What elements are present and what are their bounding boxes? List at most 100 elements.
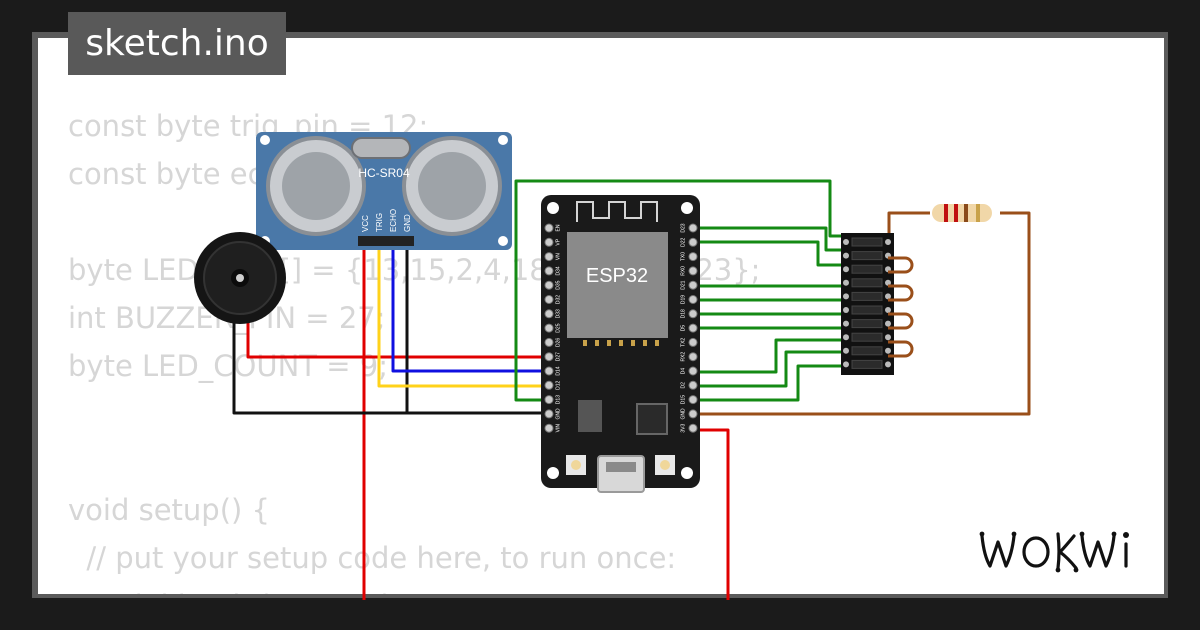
led-segment xyxy=(851,264,883,274)
esp32-pin-left-vp[interactable] xyxy=(544,237,554,247)
led-segment xyxy=(851,319,883,329)
esp32-pin-label: EN xyxy=(555,224,561,231)
led-pin-anode[interactable] xyxy=(843,347,849,354)
esp32-pin-label: D19 xyxy=(680,295,686,304)
wire-led-bus[interactable] xyxy=(693,226,845,402)
esp32-pin-right-3v3[interactable] xyxy=(688,423,698,433)
esp32-pin-left-d32[interactable] xyxy=(544,295,554,304)
led-pin-anode[interactable] xyxy=(843,293,849,300)
esp32-pin-left-gnd[interactable] xyxy=(544,409,554,419)
esp32-pin-right-d23[interactable] xyxy=(688,223,698,233)
led-segment xyxy=(851,332,883,342)
esp32-pin-left-d35[interactable] xyxy=(544,280,554,290)
esp32-pin-right-rx0[interactable] xyxy=(688,266,698,276)
esp32-pin-left-en[interactable] xyxy=(544,223,554,233)
led-pin-cathode[interactable] xyxy=(885,347,891,354)
esp32-pin-label: D27 xyxy=(555,352,561,361)
led-pin-anode[interactable] xyxy=(843,320,849,327)
wire-resistor-lead[interactable] xyxy=(887,211,930,243)
led-pin-anode[interactable] xyxy=(843,307,849,313)
led-pin-cathode[interactable] xyxy=(885,361,891,368)
esp32-pin-left-d27[interactable] xyxy=(544,352,554,362)
led-pin-cathode[interactable] xyxy=(885,334,891,341)
code-line: byte LED_COUNT = 9; xyxy=(68,349,388,383)
led-segment xyxy=(851,278,883,288)
esp32-pin-right-d15[interactable] xyxy=(688,395,698,405)
voltage-regulator xyxy=(578,400,602,432)
buzzer[interactable] xyxy=(194,232,286,324)
led-segment xyxy=(851,346,883,356)
resistor[interactable] xyxy=(932,204,992,222)
esp32-pin-right-d21[interactable] xyxy=(688,280,698,290)
esp32-pin-right-rx2[interactable] xyxy=(688,352,698,362)
led-jumpers xyxy=(888,256,914,358)
sensor-pin-vcc: VCC xyxy=(361,215,370,232)
esp32-pin-left-d13[interactable] xyxy=(544,395,554,405)
esp32-board[interactable]: ESP32 ENVPVND34D35D32D33D25D26D27D14D12D… xyxy=(541,195,700,493)
esp32-pin-left-vn[interactable] xyxy=(544,252,554,262)
led-pin-cathode[interactable] xyxy=(885,307,891,313)
esp32-right-pins: D23D22TX0RX0D21D19D18D5TX2RX2D4D2D15GND3… xyxy=(680,223,698,433)
esp32-pin-label: TX2 xyxy=(680,338,686,347)
esp32-pin-label: RX2 xyxy=(680,352,686,362)
antenna-trace xyxy=(576,201,658,222)
wire-3v3-red[interactable] xyxy=(693,428,730,600)
esp32-pin-label: D12 xyxy=(555,381,561,390)
led-bar-graph[interactable] xyxy=(841,233,914,375)
sensor-label: HC-SR04 xyxy=(358,166,410,180)
esp32-pin-right-tx2[interactable] xyxy=(688,337,698,347)
esp32-pin-right-d2[interactable] xyxy=(688,380,698,390)
esp32-pin-right-tx0[interactable] xyxy=(688,252,698,262)
esp32-pin-left-d14[interactable] xyxy=(544,366,554,376)
esp32-module xyxy=(567,232,668,338)
led-segment xyxy=(851,305,883,315)
esp32-pin-label: VP xyxy=(555,238,561,245)
esp32-pin-right-d5[interactable] xyxy=(688,323,698,333)
esp32-pin-label: GND xyxy=(555,408,561,420)
code-line: // put your setup code here, to run once… xyxy=(68,541,677,575)
led-segment xyxy=(851,291,883,301)
led-pin-anode[interactable] xyxy=(843,252,849,259)
esp32-pin-left-d33[interactable] xyxy=(544,309,554,319)
esp32-pin-right-gnd[interactable] xyxy=(688,409,698,419)
led-pin-anode[interactable] xyxy=(843,334,849,341)
ultrasonic-sensor[interactable]: HC-SR04 VCC TRIG ECHO GND xyxy=(256,132,512,250)
esp32-pin-right-d4[interactable] xyxy=(688,366,698,376)
sensor-pin-trig: TRIG xyxy=(375,213,384,232)
esp32-pin-right-d19[interactable] xyxy=(688,295,698,304)
led-pin-cathode[interactable] xyxy=(885,279,891,286)
led-segment xyxy=(851,237,883,247)
esp32-pin-left-d12[interactable] xyxy=(544,380,554,390)
led-pin-anode[interactable] xyxy=(843,266,849,273)
code-line: void setup() { xyxy=(68,493,270,527)
file-tab[interactable]: sketch.ino xyxy=(68,12,286,75)
wire-led-green-left[interactable] xyxy=(514,179,845,402)
esp32-pin-right-d22[interactable] xyxy=(688,237,698,247)
esp32-pin-left-d25[interactable] xyxy=(544,323,554,333)
esp32-pin-right-d18[interactable] xyxy=(688,309,698,319)
led-pin-anode[interactable] xyxy=(843,361,849,368)
wire-trig-yellow[interactable] xyxy=(377,245,549,388)
esp32-pin-label: 3V3 xyxy=(680,424,686,433)
led-segment xyxy=(851,251,883,261)
esp32-pin-label: D25 xyxy=(555,323,561,332)
wire-echo-blue[interactable] xyxy=(391,245,549,373)
esp32-pin-label: TX0 xyxy=(680,252,686,261)
led-pin-anode[interactable] xyxy=(843,279,849,286)
wire-buzzer-gnd[interactable] xyxy=(232,300,549,415)
esp32-pin-label: D15 xyxy=(680,395,686,404)
wire-buzzer-red[interactable] xyxy=(246,300,549,359)
sensor-pin-echo: ECHO xyxy=(389,209,398,232)
esp32-pin-left-d34[interactable] xyxy=(544,266,554,276)
led-pin-cathode[interactable] xyxy=(885,293,891,300)
led-pin-cathode[interactable] xyxy=(885,320,891,327)
led-pin-anode[interactable] xyxy=(843,239,849,245)
wire-resistor-brown[interactable] xyxy=(693,211,1031,416)
led-pin-cathode[interactable] xyxy=(885,239,891,245)
esp32-pin-label: D34 xyxy=(555,266,561,275)
usb-port[interactable] xyxy=(597,455,645,493)
led-segment xyxy=(851,359,883,369)
esp32-pin-left-vin[interactable] xyxy=(544,423,554,433)
esp32-pin-left-d26[interactable] xyxy=(544,337,554,347)
